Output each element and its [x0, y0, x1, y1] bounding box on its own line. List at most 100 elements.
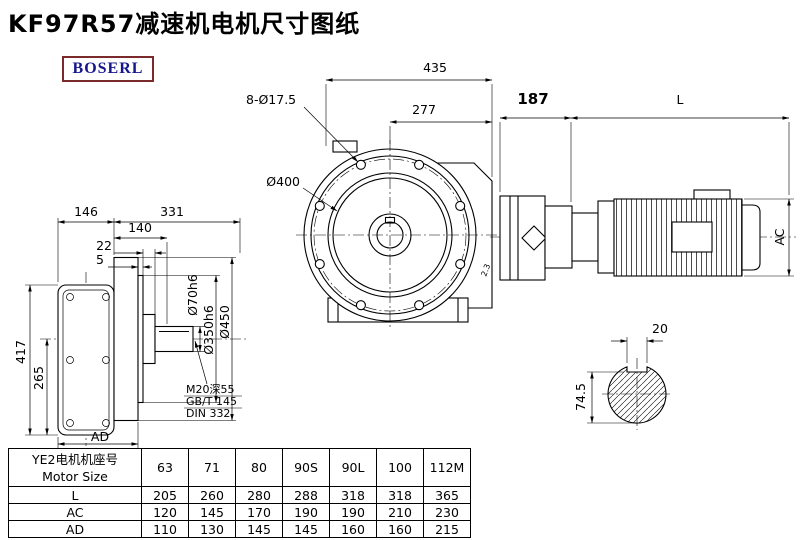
- keyway-slot: [384, 216, 396, 224]
- bolt-hole: [455, 259, 466, 270]
- adapter-step-2: [571, 212, 599, 262]
- bolt-hole: [414, 300, 425, 311]
- fan-cover: [741, 204, 761, 271]
- shaft-section: [607, 366, 667, 424]
- dim-20: 20: [652, 321, 668, 336]
- dim-146: 146: [74, 204, 98, 219]
- table-row-L: L 205 260 280 288 318 318 365: [8, 486, 471, 504]
- shaft-hub: [142, 313, 156, 365]
- motor-size-column: 80: [235, 448, 283, 487]
- dim-L: L: [677, 92, 684, 107]
- row-label: L: [8, 486, 142, 504]
- dim-bolt-circle: Ø400: [266, 174, 300, 189]
- cell: 145: [188, 503, 236, 521]
- left-view: [40, 256, 248, 446]
- bolt-hole: [314, 200, 325, 211]
- motor-size-column: 90L: [329, 448, 377, 487]
- cell: 365: [423, 486, 471, 504]
- flange-spigot: [137, 274, 144, 404]
- cell: 170: [235, 503, 283, 521]
- side-view: [490, 189, 796, 281]
- dimension-table: YE2电机机座号 Motor Size 63 71 80 90S 90L 100…: [8, 448, 471, 538]
- housing-inner-outline: [62, 289, 110, 431]
- cell: 280: [235, 486, 283, 504]
- side-view-dimensions: 187 L AC: [499, 90, 794, 277]
- cell: 130: [188, 520, 236, 538]
- dim-bolt-holes: 8-Ø17.5: [246, 92, 296, 107]
- cell: 145: [235, 520, 283, 538]
- dim-331: 331: [160, 204, 184, 219]
- dim-417: 417: [13, 340, 28, 364]
- output-shaft: [154, 325, 194, 353]
- shaft-bore-circle: [376, 221, 404, 249]
- motor-size-column: 63: [141, 448, 189, 487]
- bolt-hole: [355, 300, 366, 311]
- housing-bolt: [66, 293, 74, 301]
- dim-shaft-diameter: Ø70h6: [185, 274, 200, 316]
- output-flange: [113, 256, 139, 422]
- motor-size-column: 112M: [423, 448, 471, 487]
- bolt-hole: [414, 159, 425, 170]
- table-row-AD: AD 110 130 145 145 160 160 215: [8, 520, 471, 538]
- motor-size-column: 100: [376, 448, 424, 487]
- brand-logo: BOSERL: [62, 56, 154, 82]
- cell: 145: [282, 520, 330, 538]
- small-note: 2.3: [479, 263, 492, 278]
- cell: 110: [141, 520, 189, 538]
- housing-bolt: [102, 419, 110, 427]
- cell: 160: [376, 520, 424, 538]
- dim-265: 265: [31, 366, 46, 390]
- cell: 210: [376, 503, 424, 521]
- dim-435: 435: [423, 60, 447, 75]
- page-title: KF97R57减速机电机尺寸图纸: [8, 10, 361, 38]
- row-label: AD: [8, 520, 142, 538]
- adapter-step-1: [544, 205, 573, 269]
- housing-bolt: [66, 419, 74, 427]
- lifting-lug: [332, 140, 358, 153]
- row-label: AC: [8, 503, 142, 521]
- dim-277: 277: [412, 102, 436, 117]
- front-view: [296, 140, 500, 330]
- motor-size-column: 71: [188, 448, 236, 487]
- motor-flange: [597, 200, 615, 274]
- cell: 205: [141, 486, 189, 504]
- cell: 160: [329, 520, 377, 538]
- note-tap-hole: M20深55: [186, 383, 235, 396]
- bolt-hole: [355, 159, 366, 170]
- left-view-dimensions: 146 331 140 22 5 417 265 AD: [13, 204, 242, 448]
- note-standard-din: DIN 332: [186, 407, 230, 420]
- housing-bolt: [66, 356, 74, 364]
- cell: 215: [423, 520, 471, 538]
- cell: 288: [282, 486, 330, 504]
- dim-74-5: 74.5: [573, 383, 588, 411]
- shaft-section-detail: 20 74.5: [573, 321, 672, 430]
- dim-140: 140: [128, 220, 152, 235]
- bolt-hole: [455, 200, 466, 211]
- motor-size-column: 90S: [282, 448, 330, 487]
- dim-187: 187: [517, 90, 548, 108]
- dim-AC: AC: [772, 228, 787, 245]
- dim-22: 22: [96, 238, 112, 253]
- cell: 260: [188, 486, 236, 504]
- table-header-label: YE2电机机座号 Motor Size: [8, 448, 142, 487]
- cell: 230: [423, 503, 471, 521]
- bolt-circle-centerline: [313, 158, 467, 312]
- dim-5: 5: [96, 252, 104, 267]
- note-standard-gbt: GB/T 145: [186, 395, 237, 408]
- dim-spigot-diameter: Ø350h6: [201, 305, 216, 355]
- bolt-hole: [314, 259, 325, 270]
- cell: 318: [329, 486, 377, 504]
- cell: 190: [329, 503, 377, 521]
- table-row-AC: AC 120 145 170 190 190 210 230: [8, 503, 471, 521]
- cell: 190: [282, 503, 330, 521]
- dim-AD: AD: [91, 429, 109, 444]
- motor-nameplate: [671, 221, 713, 253]
- front-view-dimensions: 435 277 8-Ø17.5 Ø400 2.3: [246, 60, 493, 278]
- housing-bolt: [102, 356, 110, 364]
- cell: 318: [376, 486, 424, 504]
- dim-flange-diameter: Ø450: [217, 305, 232, 339]
- shaft-end-detail: [521, 225, 547, 251]
- housing-bolt: [102, 293, 110, 301]
